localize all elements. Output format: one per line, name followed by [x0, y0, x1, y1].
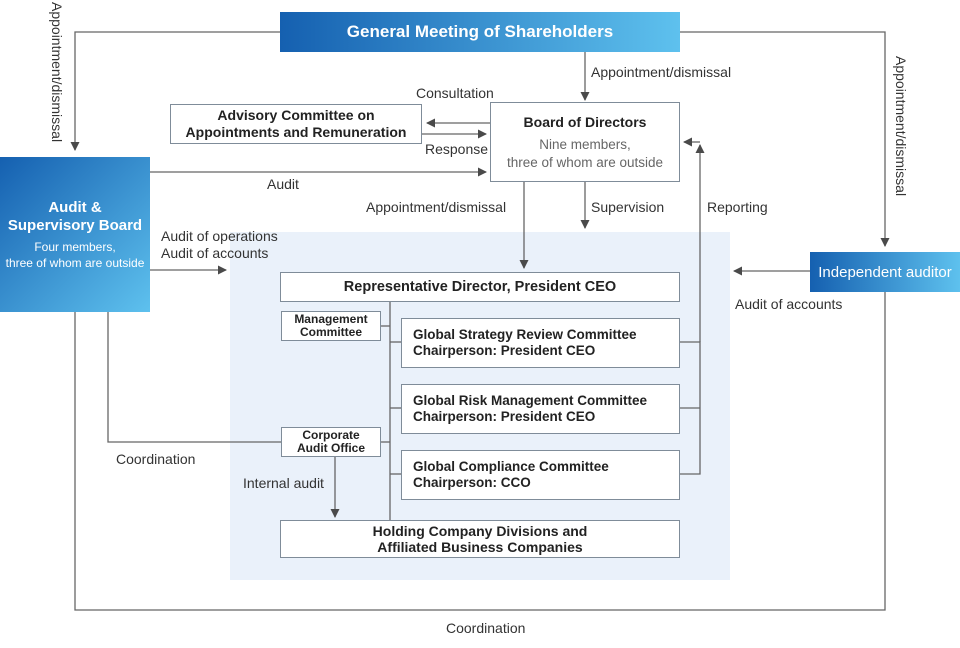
audit-board-title-2: Supervisory Board — [7, 216, 143, 234]
management-line-2: Committee — [299, 325, 362, 339]
audit-board-title-1: Audit & — [48, 198, 102, 216]
global-strategy-line-1: Global Strategy Review Committee — [413, 327, 637, 342]
node-board: Board of Directors Nine members, three o… — [490, 102, 680, 182]
board-line-1: Nine members, — [539, 137, 631, 152]
line-shareholders-audit-board — [70, 31, 280, 151]
label-audit-operations: Audit of operations — [161, 228, 278, 244]
node-management-committee: Management Committee — [281, 311, 381, 341]
label-appointment-right: Appointment/dismissal — [893, 56, 909, 197]
node-holding-company: Holding Company Divisions and Affiliated… — [280, 520, 680, 558]
node-shareholders: General Meeting of Shareholders — [280, 12, 680, 52]
label-appointment-left: Appointment/dismissal — [49, 2, 65, 143]
node-representative-director: Representative Director, President CEO — [280, 272, 680, 302]
label-appointment-top: Appointment/dismissal — [591, 64, 732, 80]
advisory-line-2: Appointments and Remuneration — [185, 124, 407, 140]
label-response: Response — [425, 141, 489, 157]
shareholders-title: General Meeting of Shareholders — [346, 22, 614, 41]
global-risk-line-2: Chairperson: President CEO — [413, 409, 596, 424]
holding-line-1: Holding Company Divisions and — [372, 523, 588, 539]
global-strategy-line-2: Chairperson: President CEO — [413, 343, 596, 358]
representative-director-title: Representative Director, President CEO — [343, 279, 617, 295]
board-line-2: three of whom are outside — [506, 155, 664, 170]
node-advisory-committee: Advisory Committee on Appointments and R… — [170, 104, 422, 144]
label-reporting: Reporting — [707, 199, 768, 215]
label-audit: Audit — [267, 176, 299, 192]
line-coordination-left — [107, 312, 281, 443]
label-audit-accounts-right: Audit of accounts — [735, 296, 843, 312]
label-coordination-left: Coordination — [116, 451, 196, 467]
corporate-audit-line-1: Corporate — [302, 428, 360, 442]
holding-line-2: Affiliated Business Companies — [377, 539, 583, 555]
label-supervision: Supervision — [591, 199, 665, 215]
audit-board-line-1: Four members, — [34, 239, 116, 254]
label-consultation: Consultation — [416, 85, 494, 101]
line-coordination-bottom — [74, 292, 886, 611]
management-line-1: Management — [294, 312, 368, 326]
independent-auditor-title: Independent auditor — [818, 263, 952, 281]
label-appointment-mid: Appointment/dismissal — [366, 199, 507, 215]
line-shareholders-auditor — [680, 31, 890, 247]
label-audit-accounts: Audit of accounts — [161, 245, 269, 261]
global-risk-line-1: Global Risk Management Committee — [413, 393, 648, 408]
audit-board-line-2: three of whom are outside — [5, 255, 145, 270]
node-audit-board: Audit & Supervisory Board Four members, … — [0, 157, 150, 312]
board-title: Board of Directors — [523, 114, 647, 130]
label-coordination-bottom: Coordination — [446, 620, 526, 636]
node-global-strategy: Global Strategy Review Committee Chairpe… — [401, 318, 680, 368]
advisory-line-1: Advisory Committee on — [217, 107, 375, 123]
node-independent-auditor: Independent auditor — [810, 252, 960, 292]
node-global-risk: Global Risk Management Committee Chairpe… — [401, 384, 680, 434]
node-global-compliance: Global Compliance Committee Chairperson:… — [401, 450, 680, 500]
global-compliance-line-1: Global Compliance Committee — [413, 459, 609, 474]
corporate-audit-line-2: Audit Office — [297, 441, 365, 455]
node-corporate-audit: Corporate Audit Office — [281, 427, 381, 457]
label-internal-audit: Internal audit — [243, 475, 324, 491]
global-compliance-line-2: Chairperson: CCO — [413, 475, 531, 490]
